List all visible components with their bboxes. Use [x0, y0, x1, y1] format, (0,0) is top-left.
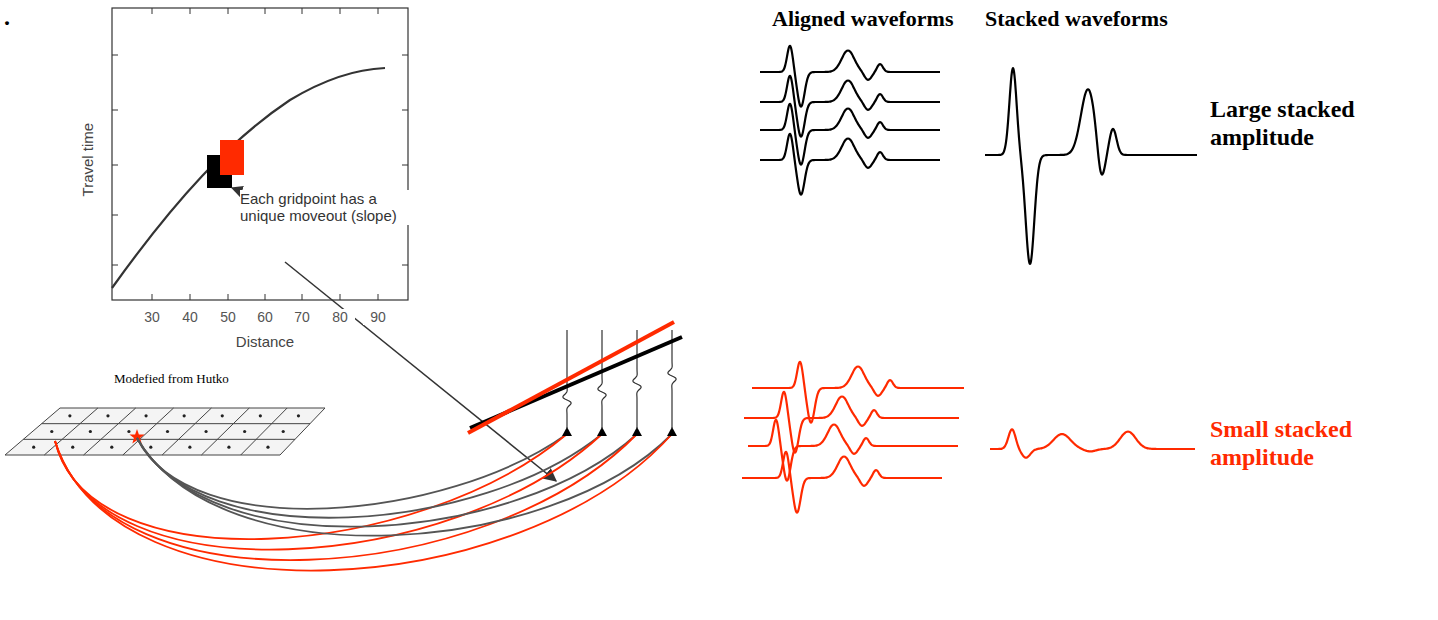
amplitude-label: Small stacked amplitude [1210, 416, 1400, 471]
source-grid [5, 408, 325, 455]
red-gridpoint [220, 140, 244, 175]
column-heading: Aligned waveforms [772, 6, 982, 31]
travel-time-curve [112, 68, 385, 288]
tick-label: 60 [250, 309, 280, 325]
column-heading: Stacked waveforms [985, 6, 1195, 31]
tick-label: 70 [287, 309, 317, 325]
tick-label: 30 [137, 309, 167, 325]
annotation: Each gridpoint has a unique moveout (slo… [240, 190, 416, 225]
axis-title: Travel time [79, 110, 96, 210]
pointer-arrow [285, 262, 556, 481]
credit-note: Modefied from Hutko [114, 372, 284, 387]
axis-ticks [112, 8, 408, 300]
ray-paths [55, 434, 672, 571]
tick-label: 40 [175, 309, 205, 325]
moveout-line [468, 322, 674, 433]
waveforms [742, 46, 1197, 513]
tick-label: 50 [213, 309, 243, 325]
tick-label: 90 [363, 309, 393, 325]
axis-title: Distance [215, 333, 315, 350]
panel-letter: . [4, 4, 24, 32]
tick-label: 80 [325, 309, 355, 325]
amplitude-label: Large stacked amplitude [1210, 96, 1400, 151]
chart-frame [112, 8, 408, 300]
